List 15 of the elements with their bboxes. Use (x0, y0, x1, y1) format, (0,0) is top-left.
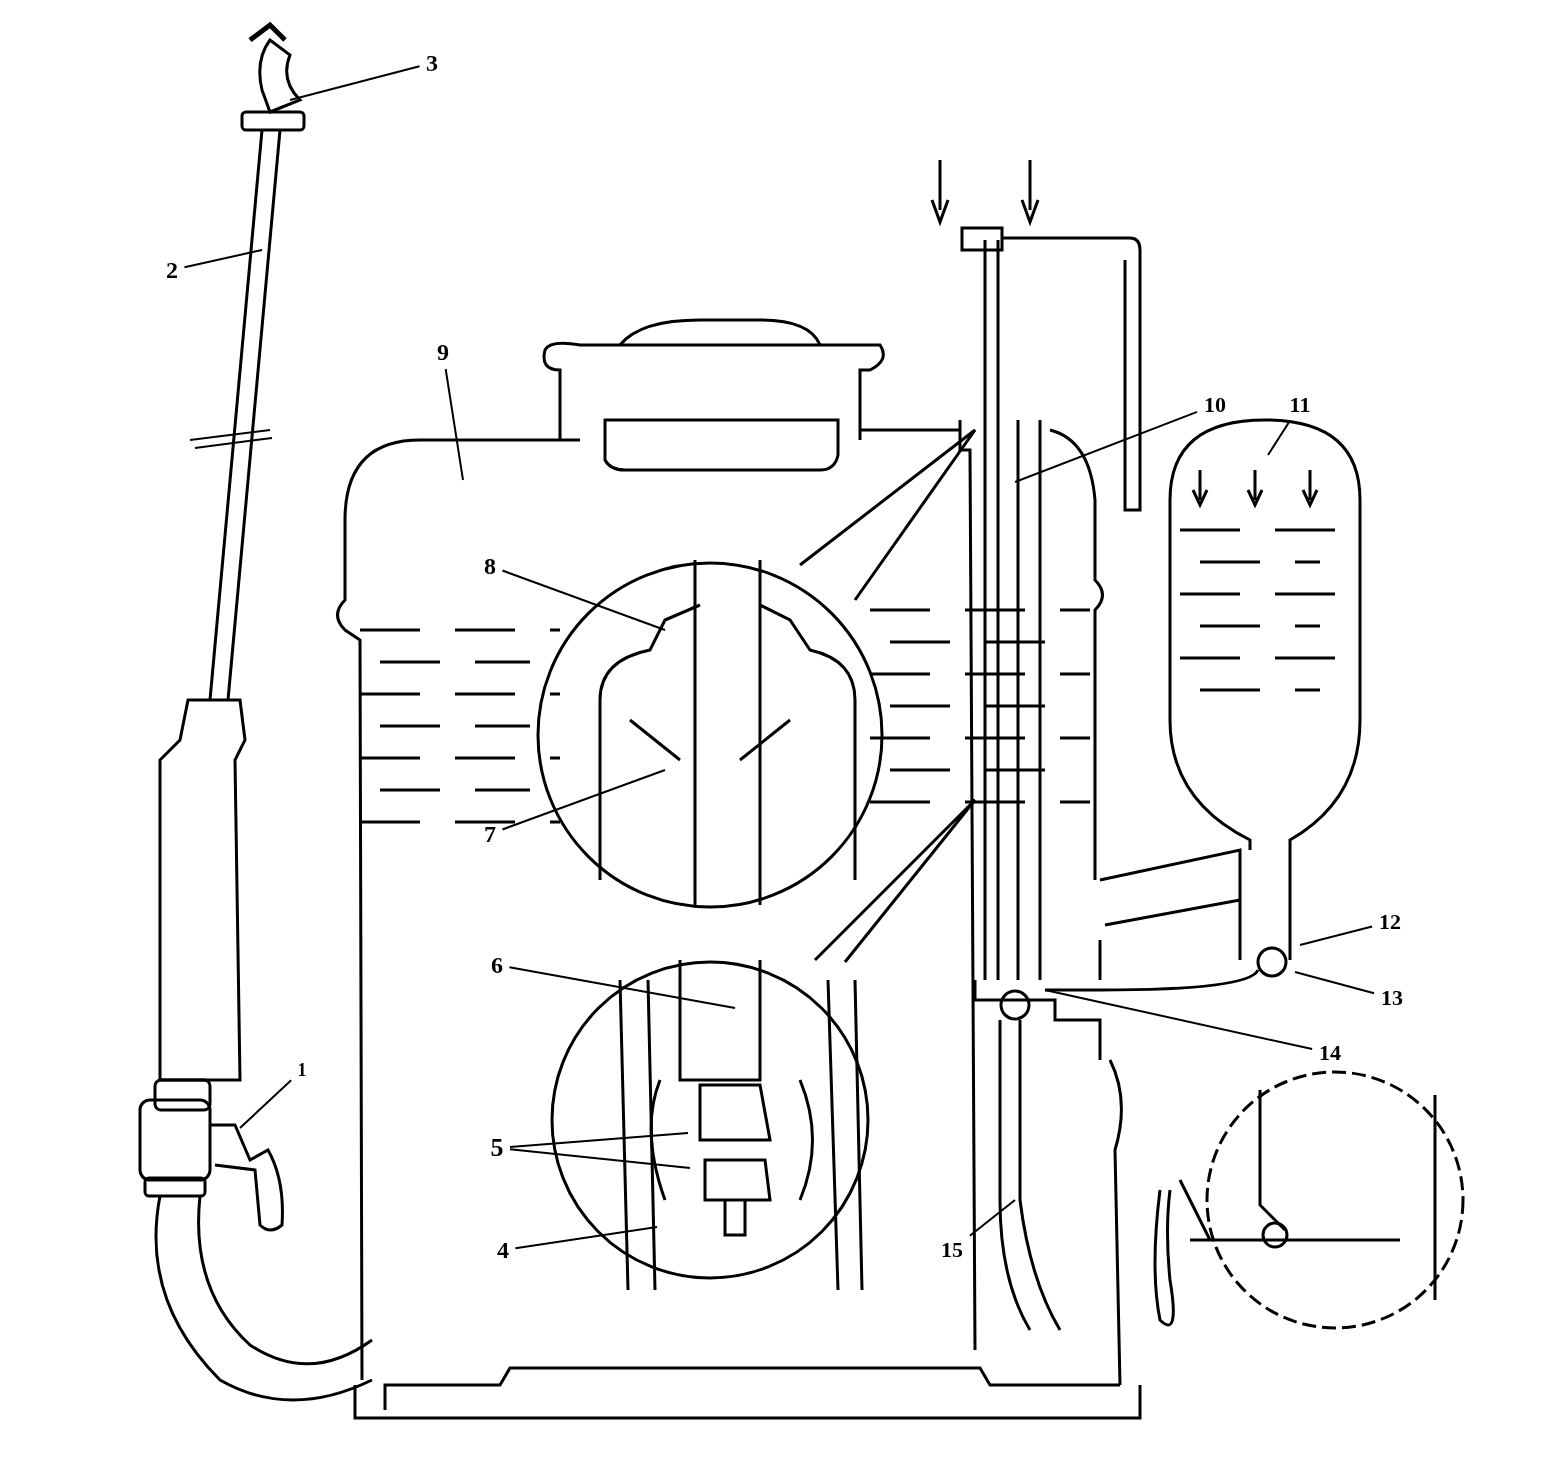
callout-number: 1 (295, 1059, 309, 1081)
leader-line (289, 65, 421, 101)
leader-line (1299, 925, 1374, 946)
callout-number: 9 (435, 338, 451, 366)
leader-line (1294, 971, 1376, 995)
callout-number: 3 (424, 49, 440, 77)
callout-number: 10 (1202, 392, 1228, 418)
callout-number: 13 (1379, 985, 1405, 1011)
callout-number: 11 (1287, 392, 1313, 418)
callout-number: 14 (1317, 1040, 1343, 1066)
callout-number: 15 (939, 1237, 965, 1263)
leader-line (1044, 989, 1314, 1051)
leader-line (239, 1079, 293, 1129)
callout-number: 2 (164, 256, 180, 284)
callout-number: 12 (1377, 909, 1403, 935)
